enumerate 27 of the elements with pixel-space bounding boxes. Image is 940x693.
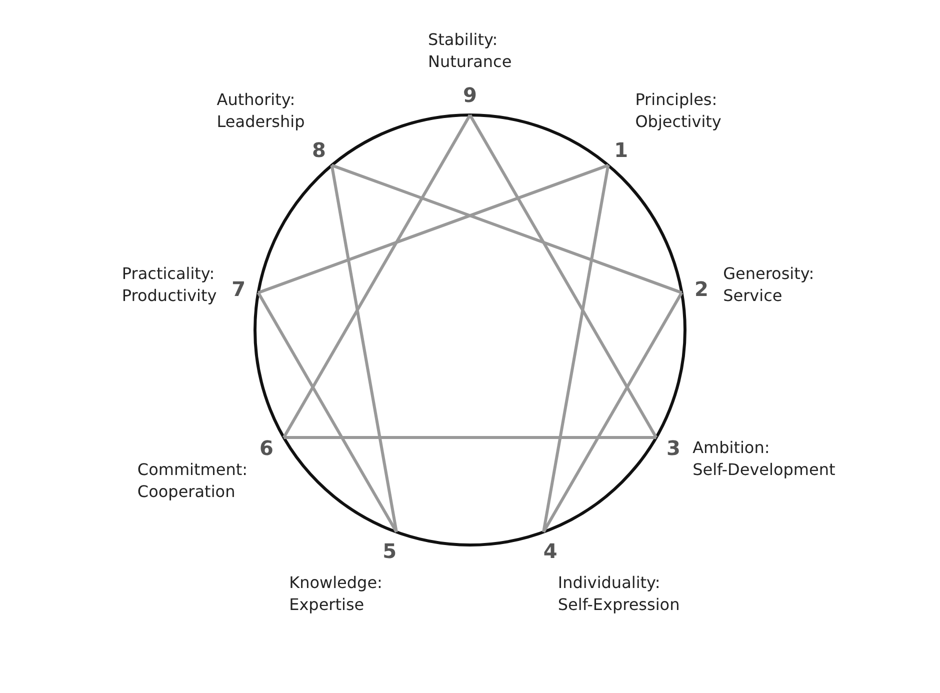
connecting-line (542, 165, 610, 532)
trait-label: Ambition: Self-Development (692, 436, 836, 480)
trait-label: Principles: Objectivity (635, 89, 722, 134)
point-number: 3 (664, 436, 684, 460)
point-number: 7 (228, 277, 249, 302)
connecting-line (331, 164, 682, 294)
trait-label: Practicality: Productivity (122, 263, 217, 308)
trait-label: Individuality: Self-Expression (558, 572, 680, 616)
point-number: 1 (611, 138, 632, 162)
trait-label: Commitment: Cooperation (137, 458, 248, 502)
connecting-line (330, 165, 398, 532)
connecting-line (468, 114, 658, 438)
trait-label: Generosity: Service (723, 263, 814, 308)
point-number: 8 (308, 138, 329, 162)
connecting-line (256, 292, 398, 533)
point-number: 2 (691, 277, 712, 302)
point-number: 5 (380, 538, 400, 563)
connecting-line (258, 164, 609, 294)
connecting-line (542, 292, 684, 533)
point-number: 4 (540, 538, 560, 563)
trait-label: Knowledge: Expertise (289, 572, 382, 616)
trait-label: Authority: Leadership (216, 89, 305, 134)
trait-label: Stability: Nuturance (428, 29, 512, 73)
point-number: 9 (460, 83, 480, 107)
point-number: 6 (256, 436, 276, 460)
connecting-line (284, 436, 656, 439)
connecting-line (282, 114, 472, 438)
